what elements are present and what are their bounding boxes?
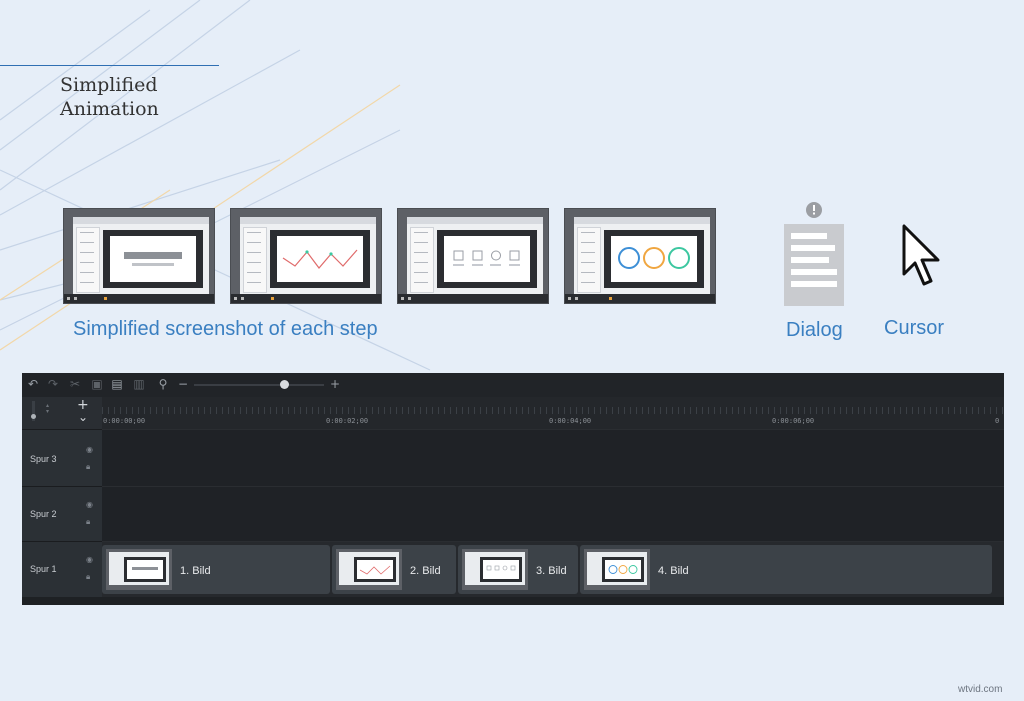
clip-thumbnail xyxy=(106,549,172,590)
redo-icon[interactable]: ↷ xyxy=(47,377,59,391)
collapse-icon[interactable]: ⌄ xyxy=(78,410,89,424)
circle-gauges-icon xyxy=(618,247,690,269)
clip-thumbnail xyxy=(462,549,528,590)
clip-thumbnail xyxy=(336,549,402,590)
lock-icon[interactable]: 🔒︎ xyxy=(86,572,91,581)
eye-icon[interactable]: ◉ xyxy=(86,500,93,509)
clip-thumbnail xyxy=(584,549,650,590)
screenshot-thumbnail-1 xyxy=(63,208,215,304)
track-spur-2[interactable] xyxy=(102,486,1004,541)
eye-icon[interactable]: ◉ xyxy=(86,555,93,564)
zoom-slider-handle[interactable] xyxy=(280,380,289,389)
clip-label: 1. Bild xyxy=(180,565,211,577)
media-clip[interactable]: 2. Bild xyxy=(332,545,456,594)
media-clip[interactable]: 1. Bild xyxy=(102,545,330,594)
ruler-ticks xyxy=(102,407,1004,414)
title-line-2: Animation xyxy=(60,98,159,120)
cursor-caption: Cursor xyxy=(884,317,945,339)
slide-title: Simplified Animation xyxy=(60,73,159,121)
add-track-button[interactable]: + xyxy=(77,397,89,413)
timeline-toolbar: ↶ ↷ ✂ ▣ ▤ ▥ ⚲ − + xyxy=(22,373,1004,397)
clip-label: 2. Bild xyxy=(410,565,441,577)
track-name: Spur 1 xyxy=(30,564,57,574)
title-rule xyxy=(0,65,219,66)
track-spur-3[interactable] xyxy=(102,429,1004,486)
dialog-caption: Dialog xyxy=(786,319,843,341)
track-header-spur-1[interactable]: Spur 1 ◉ 🔒︎ xyxy=(22,541,102,597)
track-header-spur-2[interactable]: Spur 2 ◉ 🔒︎ xyxy=(22,486,102,541)
screenshot-thumbnail-3 xyxy=(397,208,549,304)
track-size-icon[interactable]: ▴▾ xyxy=(46,402,50,415)
clip-label: 3. Bild xyxy=(536,565,567,577)
track-header-spur-3[interactable]: Spur 3 ◉ 🔒︎ xyxy=(22,429,102,486)
zoom-in-icon[interactable]: + xyxy=(329,377,341,391)
timeline-header-controls: ▴▾ + ⌄ xyxy=(22,397,102,429)
clip-label: 4. Bild xyxy=(658,565,689,577)
track-spur-1[interactable]: 1. Bild 2. Bild 3. Bild 4. Bild xyxy=(102,541,1004,597)
time-ruler[interactable]: 0:00:00;00 0:00:02;00 0:00:04;00 0:00:06… xyxy=(102,397,1004,429)
tick-label: 0 xyxy=(995,417,1000,425)
cursor-icon xyxy=(902,224,940,286)
eye-icon[interactable]: ◉ xyxy=(86,445,93,454)
zoom-out-icon[interactable]: − xyxy=(177,377,189,391)
title-line-1: Simplified xyxy=(60,74,158,96)
screenshot-thumbnail-2 xyxy=(230,208,382,304)
media-clip[interactable]: 4. Bild xyxy=(580,545,992,594)
timeline-panel: ↶ ↷ ✂ ▣ ▤ ▥ ⚲ − + ▴▾ + ⌄ 0:00:00;00 0:00… xyxy=(22,373,1004,605)
lock-icon[interactable]: 🔒︎ xyxy=(86,462,91,471)
screenshot-thumbnail-4 xyxy=(564,208,716,304)
dialog-icon xyxy=(784,202,844,306)
lock-icon[interactable]: 🔒︎ xyxy=(86,517,91,526)
playhead-marker[interactable] xyxy=(32,401,35,421)
playhead-dot xyxy=(31,414,36,419)
cut-icon[interactable]: ✂ xyxy=(69,377,81,391)
zoom-slider[interactable] xyxy=(194,384,324,386)
paste-icon[interactable]: ▤ xyxy=(111,377,123,391)
split-icon[interactable]: ▥ xyxy=(133,377,145,391)
track-name: Spur 2 xyxy=(30,509,57,519)
line-chart-icon xyxy=(282,249,358,269)
zoom-icon[interactable]: ⚲ xyxy=(158,377,168,391)
tick-label: 0:00:04;00 xyxy=(549,417,592,425)
undo-icon[interactable]: ↶ xyxy=(27,377,39,391)
screenshots-caption: Simplified screenshot of each step xyxy=(73,318,378,340)
icon-row-icon xyxy=(453,250,520,266)
tick-label: 0:00:02;00 xyxy=(326,417,369,425)
tick-label: 0:00:06;00 xyxy=(772,417,815,425)
copy-icon[interactable]: ▣ xyxy=(91,377,103,391)
track-name: Spur 3 xyxy=(30,454,57,464)
watermark: wtvid.com xyxy=(958,684,1003,695)
tick-label: 0:00:00;00 xyxy=(103,417,146,425)
media-clip[interactable]: 3. Bild xyxy=(458,545,578,594)
